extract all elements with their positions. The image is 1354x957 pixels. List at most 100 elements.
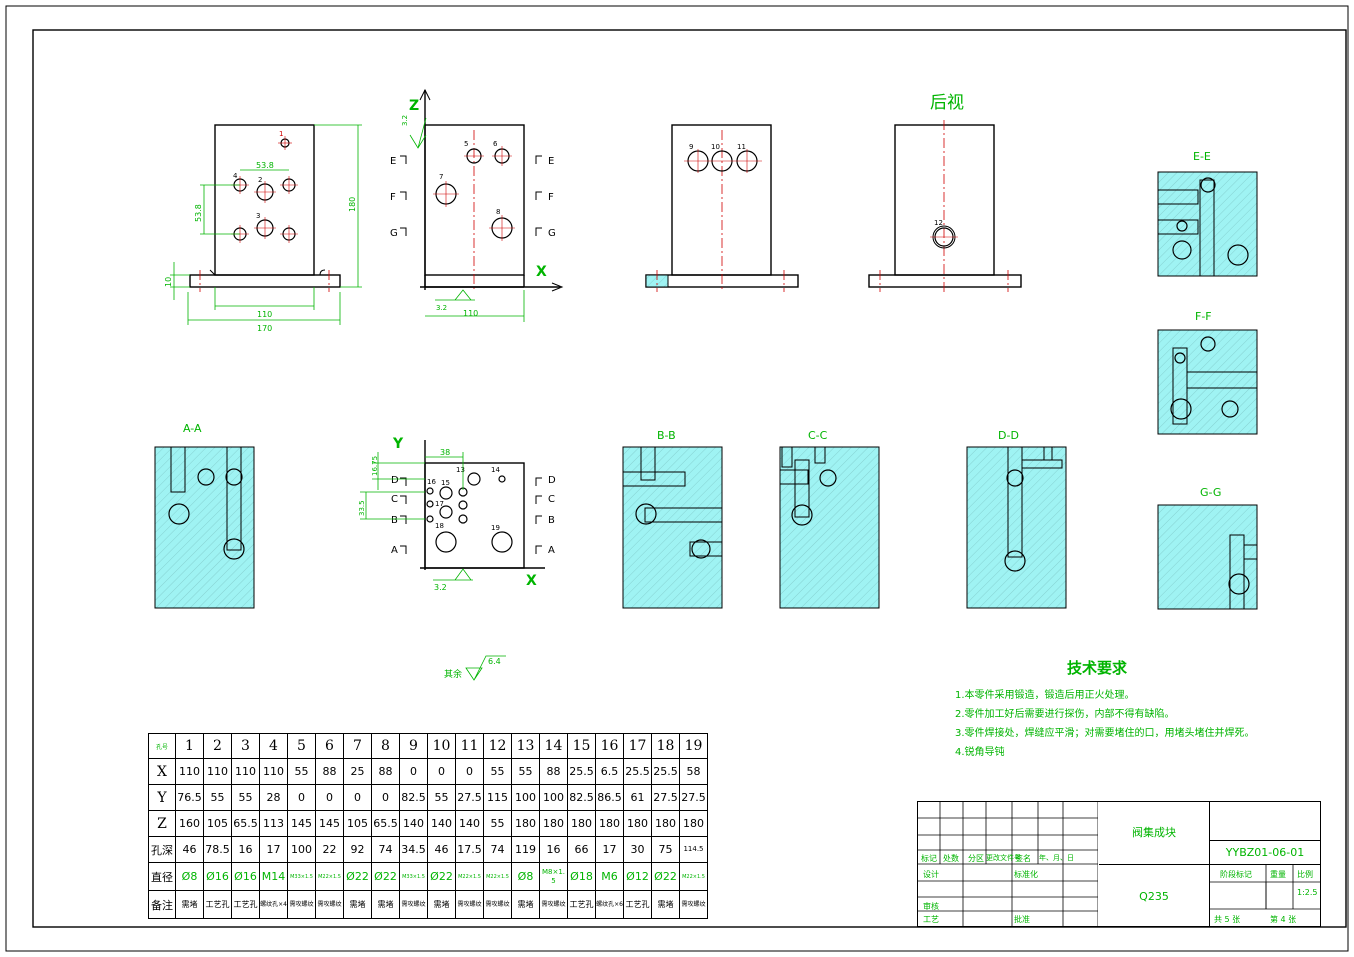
cut-letter-g-left: G: [390, 228, 398, 239]
hole-table-cell: 28: [259, 784, 288, 811]
hole-table-cell: 0: [399, 758, 428, 785]
front-dim-110: 110: [257, 310, 272, 319]
top-dim-38: 38: [440, 448, 450, 457]
tech-requirement-item: 3.零件焊接处，焊缝应平滑；对需要堵住的口，用堵头堵住并焊死。: [955, 728, 1255, 739]
tech-requirement-item: 4.锐角导钝: [955, 747, 1005, 758]
top-hole-label-18: 18: [435, 522, 444, 530]
hole-table-cell: 工艺孔: [567, 890, 596, 919]
top-roughness: 3.2: [434, 583, 447, 592]
tech-requirements: 技术要求 1.本零件采用锻造，锻造后用正火处理。2.零件加工好后需要进行探伤，内…: [955, 657, 1345, 762]
hole-table-cell: 25.5: [623, 758, 652, 785]
side-roughness-bottom: 3.2: [436, 304, 447, 312]
hole-table-col-header: 13: [511, 733, 540, 759]
cut-letter-d-right: D: [548, 475, 556, 486]
hole-table-cell: 17: [259, 836, 288, 863]
hole-table-cell: 0: [371, 784, 400, 811]
hole-table-cell: Ø22: [427, 862, 456, 891]
tb-header-sign: 签名: [1015, 854, 1031, 863]
section-label-b-b: B-B: [657, 429, 676, 442]
section-c-c: C-C: [779, 429, 880, 609]
title-block-right: YYBZ01-06-01 阶段标记 重量 比例 1:2.5 共 5 张 第 4 …: [1210, 802, 1320, 926]
hole-table-col-header: 5: [287, 733, 316, 759]
rear-view: 后视 12: [868, 93, 1022, 292]
hole-table-col-header: 4: [259, 733, 288, 759]
tb-material: Q235: [1139, 890, 1169, 903]
hole-table-cell: 工艺孔: [231, 890, 260, 919]
tb-part-name: 阀集成块: [1132, 826, 1176, 839]
hole-table-cell: 88: [539, 758, 568, 785]
tb-header-date: 年、月、日: [1039, 854, 1074, 862]
hole-table-row-label: X: [148, 758, 176, 785]
section-label-a-a: A-A: [183, 422, 202, 435]
hole-table-cell: M8×1.5: [539, 862, 568, 891]
other-roughness: 其余 6.4: [444, 655, 506, 681]
hole-table-cell: 92: [343, 836, 372, 863]
hole-table-cell: 0: [427, 758, 456, 785]
tb-header-count: 处数: [943, 854, 959, 863]
hole-table-cell: 需攻螺纹: [315, 890, 344, 919]
tb-header-mark: 标记: [921, 854, 937, 863]
hole-table-cell: M22×1.5: [679, 862, 708, 891]
hole-table-cell: 0: [455, 758, 484, 785]
front-hole-label-1: 1: [279, 130, 283, 138]
other-roughness-value: 6.4: [488, 657, 501, 666]
hole-table-cell: 78.5: [203, 836, 232, 863]
front-dim-180: 180: [348, 197, 357, 212]
hole-table-cell: Ø22: [651, 862, 680, 891]
top-hole-label-17: 17: [435, 500, 444, 508]
hole-table-cell: 25: [343, 758, 372, 785]
top-hole-label-16: 16: [427, 478, 436, 486]
cut-letter-e-left: E: [390, 156, 396, 167]
tb-review: 审核: [923, 902, 939, 911]
hole-table-cell: 74: [483, 836, 512, 863]
tech-requirement-item: 2.零件加工好后需要进行探伤，内部不得有缺陷。: [955, 709, 1175, 720]
cut-letter-a-left: A: [391, 545, 398, 556]
hole-table-cell: Ø8: [175, 862, 204, 891]
title-block-middle: 阀集成块 Q235: [1099, 802, 1210, 926]
hole-table-cell: 55: [483, 810, 512, 837]
side-dim-110: 110: [463, 309, 478, 318]
hole-table-col-header: 3: [231, 733, 260, 759]
tb-standardization: 标准化: [1014, 870, 1038, 879]
hole-table-cell: 46: [427, 836, 456, 863]
hole-table-cell: Ø16: [203, 862, 232, 891]
hole-table-cell: 17: [595, 836, 624, 863]
rear-hole-label-12: 12: [934, 219, 943, 227]
side-axis-x: X: [536, 264, 547, 280]
hole-table-col-header: 18: [651, 733, 680, 759]
hole-table-cell: 140: [427, 810, 456, 837]
hole-table-cell: 100: [287, 836, 316, 863]
title-block: 标记 处数 分区 更改文件号 签名 年、月、日 设计 标准化 审核 工艺 批准 …: [917, 801, 1321, 927]
hole-table-cell: 需堵: [371, 890, 400, 919]
hole-table-col-header: 16: [595, 733, 624, 759]
hole-table-cell: 46: [175, 836, 204, 863]
top-hole-label-15: 15: [441, 479, 450, 487]
hole-table-cell: 30: [623, 836, 652, 863]
hole-table-cell: 需堵: [651, 890, 680, 919]
hole-table-row-label: Y: [148, 784, 176, 811]
hole-table-cell: 105: [343, 810, 372, 837]
hole-table-cell: 180: [651, 810, 680, 837]
side-view: Z X 5 6 7 8 E F G E F G 3.2 3.2 110: [390, 88, 564, 322]
hole-table-cell: 27.5: [651, 784, 680, 811]
hole-table-cell: 180: [679, 810, 708, 837]
hole-table-cell: M14: [259, 862, 288, 891]
hole-table-cell: 180: [511, 810, 540, 837]
hole-table-cell: M22×1.5: [483, 862, 512, 891]
top-hole-label-14: 14: [491, 466, 500, 474]
hole-table-cell: 110: [259, 758, 288, 785]
hole-table-cell: 需堵: [427, 890, 456, 919]
hole-table-cell: 65.5: [231, 810, 260, 837]
tech-requirements-title: 技术要求: [1067, 659, 1128, 677]
top-axis-x: X: [526, 573, 537, 589]
hole-table-cell: M33×1.5: [399, 862, 428, 891]
hole-table-cell: 88: [371, 758, 400, 785]
back-hole-label-10: 10: [711, 143, 720, 151]
hole-table-cell: 17.5: [455, 836, 484, 863]
hole-table-row-label: 孔深: [148, 836, 176, 863]
hole-table-col-header: 17: [623, 733, 652, 759]
hole-table-cell: 76.5: [175, 784, 204, 811]
